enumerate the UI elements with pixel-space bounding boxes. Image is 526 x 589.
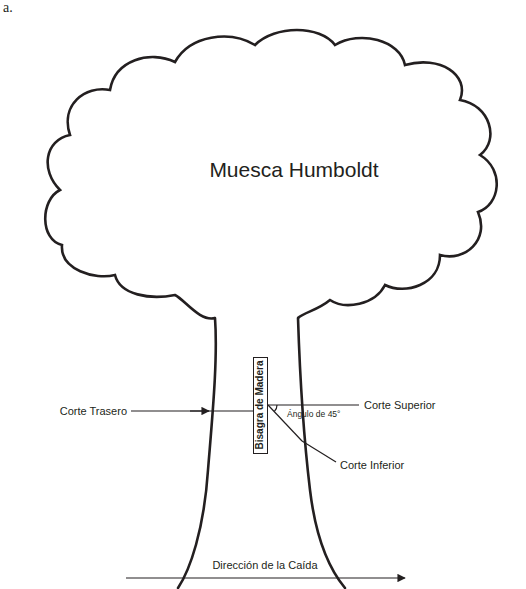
cropped-text: a.	[3, 0, 13, 16]
crown-path	[45, 30, 496, 318]
top-cut-line	[268, 404, 359, 405]
fall-direction-arrow	[126, 577, 405, 578]
bottom-cut-label: Corte Inferior	[340, 459, 404, 472]
back-cut-arrow	[190, 410, 209, 411]
fall-direction-label: Dirección de la Caída	[212, 559, 317, 572]
hinge-label: Bisagra de Madera	[255, 360, 265, 449]
angle-label: Ángulo de 45°	[287, 410, 341, 420]
back-cut-label: Corte Trasero	[60, 405, 127, 418]
trunk-left	[178, 318, 216, 588]
top-cut-label: Corte Superior	[364, 399, 436, 412]
hinge-box: Bisagra de Madera	[253, 357, 268, 454]
back-cut-line	[131, 410, 253, 411]
angle-arc	[274, 405, 277, 411]
diagram-title: Muesca Humboldt	[209, 158, 378, 182]
trunk-right	[298, 318, 345, 588]
bottom-cut-leader	[302, 441, 336, 462]
tree-crown: Muesca Humboldt	[40, 20, 506, 320]
